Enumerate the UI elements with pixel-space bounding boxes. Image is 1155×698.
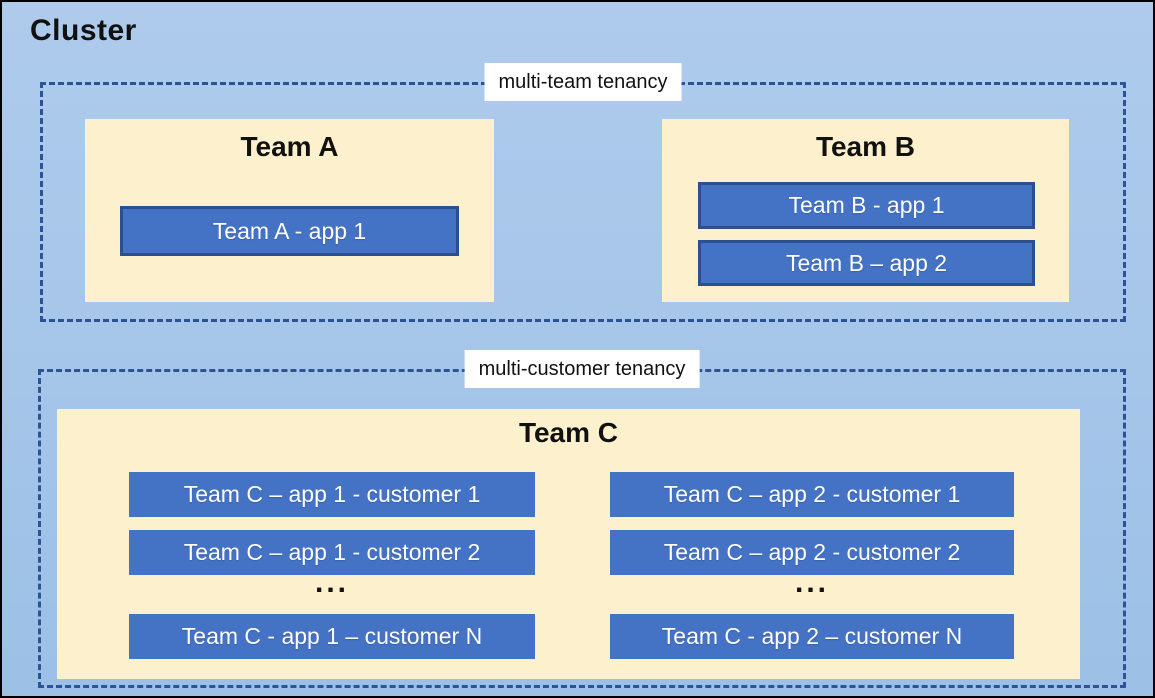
team-c-app2-customer-1-box: Team C – app 2 - customer 1 [610,472,1014,517]
team-b-panel: Team B Team B - app 1 Team B – app 2 [662,119,1069,302]
team-b-app-1-box: Team B - app 1 [698,182,1035,229]
team-c-app1-customer-1-box: Team C – app 1 - customer 1 [129,472,535,517]
team-c-app2-customer-2-box: Team C – app 2 - customer 2 [610,530,1014,575]
team-c-app1-customer-n-box: Team C - app 1 – customer N [129,614,535,659]
multi-customer-tenancy-group: multi-customer tenancy Team C Team C – a… [38,350,1126,688]
team-a-title: Team A [240,131,339,162]
multi-team-tenancy-group: multi-team tenancy Team A Team A - app 1… [40,63,1126,322]
team-c-app2-customer-n-box: Team C - app 2 – customer N [610,614,1014,659]
team-a-panel: Team A Team A - app 1 [85,119,494,302]
cluster-title: Cluster [30,14,137,47]
team-c-app1-ellipsis: ... [314,566,349,599]
team-b-title: Team B [815,131,916,162]
multi-team-tenancy-label: multi-team tenancy [484,63,682,101]
team-c-app1-customer-2-box: Team C – app 1 - customer 2 [129,530,535,575]
team-c-app-2-column: Team C – app 2 - customer 1 Team C – app… [610,409,1014,679]
team-c-panel: Team C Team C – app 1 - customer 1 Team … [57,409,1080,679]
team-a-app-1-box: Team A - app 1 [120,206,459,256]
team-b-app-2-box: Team B – app 2 [698,240,1035,286]
team-c-app2-ellipsis: ... [794,566,829,599]
team-c-app-1-column: Team C – app 1 - customer 1 Team C – app… [129,409,535,679]
multi-customer-tenancy-label: multi-customer tenancy [464,350,700,388]
team-c-title: Team C [518,417,619,448]
